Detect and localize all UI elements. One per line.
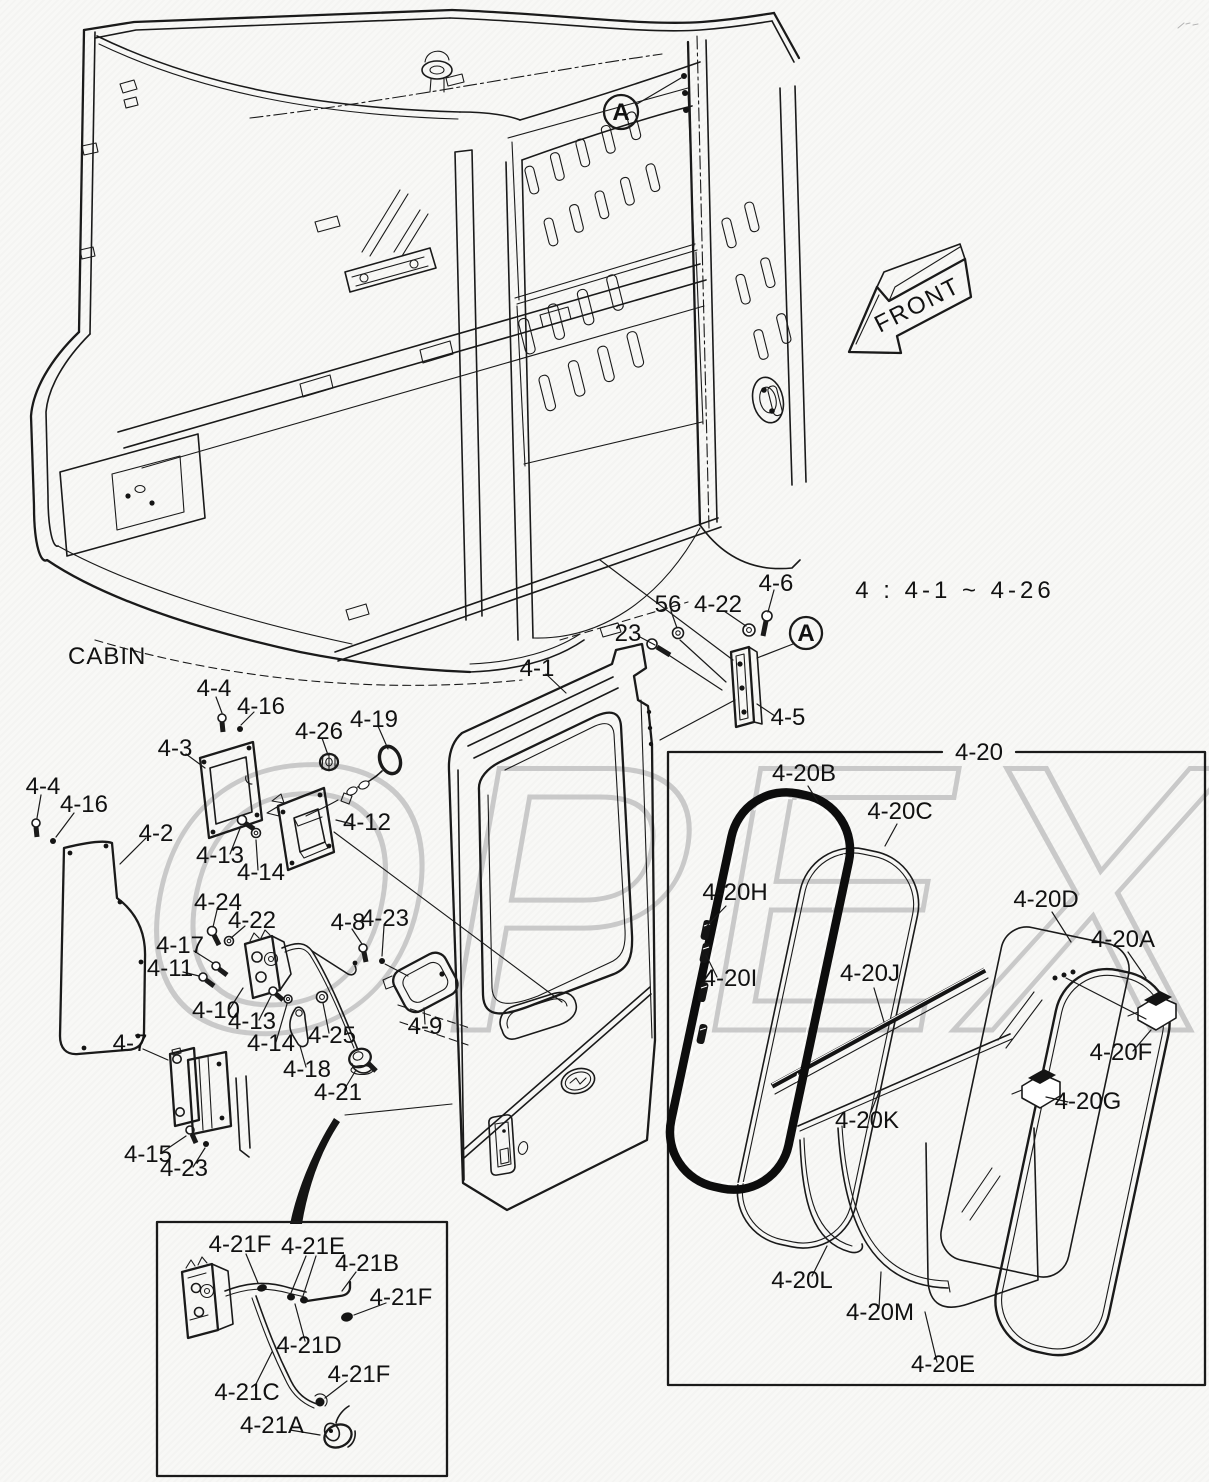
label-4-20G: 4-20G [1055,1088,1122,1115]
label-4-21F-b: 4-21F [370,1284,433,1311]
label-4-22-top: 4-22 [694,591,742,618]
leader-lines [36,589,1152,1363]
label-4-20C: 4-20C [867,798,932,825]
grommet-4-26 [318,752,340,772]
label-4-21C: 4-21C [214,1379,279,1406]
label-4-9: 4-9 [408,1013,443,1040]
perforated-panel-right [721,201,792,417]
label-4-20B: 4-20B [772,760,836,787]
label-4-21F-c: 4-21F [328,1361,391,1388]
front-arrow: FRONT [847,243,973,355]
label-4-8: 4-8 [331,909,366,936]
label-4-4-left: 4-4 [26,773,61,800]
perforated-panel-upper [524,111,661,247]
label-4-5: 4-5 [771,704,806,731]
label-4-14-mid: 4-14 [237,859,285,886]
view-marker-side: A [756,615,824,659]
label-4-21A: 4-21A [240,1412,304,1439]
label-4-13-low: 4-13 [228,1008,276,1035]
view-marker-letter: A [612,99,629,126]
label-4-18: 4-18 [283,1056,331,1083]
label-4-2: 4-2 [139,820,174,847]
label-4-21B: 4-21B [335,1250,399,1277]
label-4-24: 4-24 [194,889,242,916]
label-4-21E: 4-21E [281,1233,345,1260]
hinge-4-7 [168,1046,251,1158]
label-4-11: 4-11 [147,955,193,982]
label-23: 23 [615,620,642,647]
label-4-20K: 4-20K [835,1107,899,1134]
label-4-7: 4-7 [113,1030,148,1057]
label-4-13-mid: 4-13 [196,842,244,869]
label-4-20L: 4-20L [771,1267,832,1294]
label-4-20: 4-20 [955,739,1003,766]
label-4-20I: 4-20I [703,965,758,992]
label-4-15: 4-15 [124,1141,172,1168]
panel-4-2 [58,840,147,1056]
label-4-14-low: 4-14 [247,1030,295,1057]
label-4-20F: 4-20F [1090,1039,1153,1066]
magnify-swoosh [290,1103,453,1224]
label-4-16-top: 4-16 [237,693,285,720]
callout-labels: 23 56 4-22 4-6 4-5 4-1 4-4 4-16 4-26 4-1… [26,570,1155,1439]
label-4-4-top: 4-4 [197,675,232,702]
label-4-3: 4-3 [158,735,193,762]
front-arrow-label: FRONT [870,272,965,338]
label-4-17: 4-17 [156,932,204,959]
label-4-19: 4-19 [350,706,398,733]
label-4-12: 4-12 [343,809,391,836]
cabin-caption: CABIN [68,643,146,670]
bezel-4-3 [198,740,264,840]
label-4-6: 4-6 [759,570,794,597]
label-4-22-mid: 4-22 [228,907,276,934]
cable-ring-4-19 [305,744,403,817]
label-4-20D: 4-20D [1013,886,1078,913]
door-panel [397,642,657,1212]
perforated-panel-lower [518,274,645,412]
label-4-20M: 4-20M [846,1299,914,1326]
label-4-10: 4-10 [192,997,240,1024]
view-marker-top: A [602,77,682,131]
striker-4-12 [236,786,563,1003]
label-4-16-left: 4-16 [60,791,108,818]
label-56: 56 [655,591,682,618]
clip-4-20G [1011,1069,1061,1109]
label-4-20H: 4-20H [702,879,767,906]
cabin-frame [29,8,807,686]
label-4-21D: 4-21D [276,1332,341,1359]
label-4-20E: 4-20E [911,1351,975,1378]
window-kit-box [665,750,1207,1387]
label-4-26: 4-26 [295,718,343,745]
door-hinge-4-5 [599,559,773,741]
label-4-21: 4-21 [314,1079,362,1106]
label-4-21F-a: 4-21F [209,1231,272,1258]
label-4-23-low: 4-23 [160,1155,208,1182]
corner-speck [1177,22,1199,29]
label-4-1: 4-1 [520,655,555,682]
label-4-20A: 4-20A [1091,926,1155,953]
handle-bezel-4-9 [382,951,459,1014]
inset-detail-box [155,1220,449,1478]
range-note: 4 : 4-1 ~ 4-26 [855,577,1054,604]
label-4-25: 4-25 [308,1022,356,1049]
small-fasteners [31,713,385,1147]
label-4-20J: 4-20J [840,960,900,987]
clip-4-20F [1127,991,1177,1031]
label-4-23-top: 4-23 [361,905,409,932]
latch-4-10 [243,929,409,1076]
view-marker-letter-2: A [797,620,814,647]
